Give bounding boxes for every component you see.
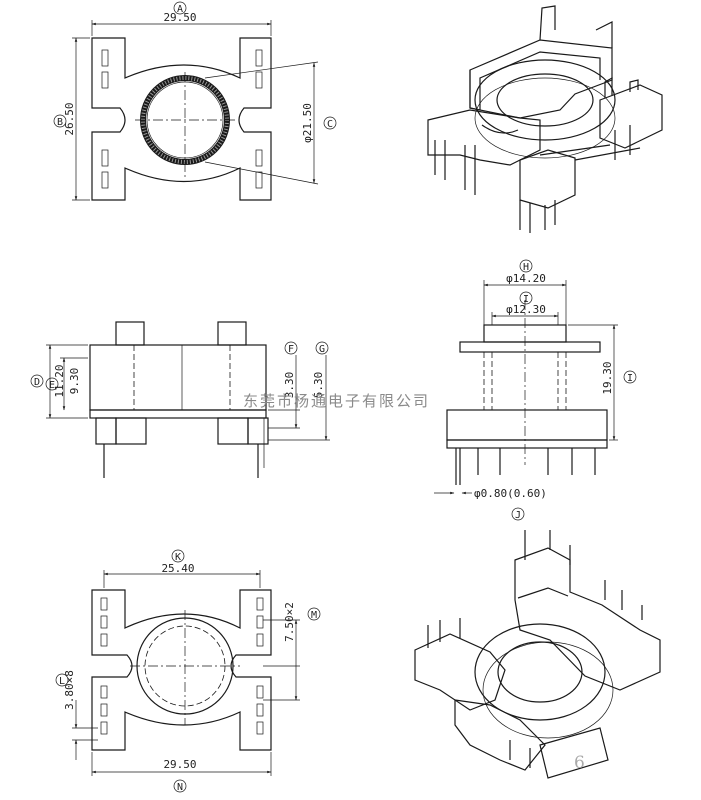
bottom-view-slots: [100, 597, 264, 735]
side-view: D 11.20 E 9.30 F 3.30 G 5.30: [30, 321, 330, 478]
top-view-slots: [101, 49, 263, 189]
front-view-pins: [455, 448, 596, 485]
dim-c-label: C: [327, 119, 333, 130]
dimension-g: G 5.30: [268, 341, 330, 441]
dim-i-value: φ12.30: [506, 303, 546, 316]
dim-a-value: 29.50: [163, 11, 196, 24]
bottom-view-outline: [91, 589, 272, 751]
top-view: A 29.50 B 26.50 C φ21.50: [53, 1, 337, 201]
dim-i-label: I: [523, 294, 529, 305]
isometric-bottom-pins: [427, 530, 643, 768]
dimension-c: C φ21.50: [204, 61, 337, 185]
dim-k-label: K: [175, 552, 181, 563]
dim-n-value: 29.50: [163, 758, 196, 771]
dim-height-value: 19.30: [601, 361, 614, 394]
dim-height-label: I: [627, 373, 633, 384]
dimension-b: B 26.50: [53, 37, 90, 201]
dim-m-label: M: [311, 610, 317, 621]
dim-f-value: 3.30: [283, 372, 296, 399]
dimension-n: 29.50 N: [91, 752, 272, 793]
dimension-height: I 19.30: [568, 324, 637, 441]
isometric-view-top: [427, 5, 663, 233]
dim-f-label: F: [288, 344, 294, 355]
dim-e-label: E: [49, 380, 55, 391]
top-view-outline: [91, 37, 272, 201]
dim-j-value: φ0.80(0.60): [474, 487, 547, 500]
dimension-a: A 29.50: [91, 1, 272, 36]
dim-k-value: 25.40: [161, 562, 194, 575]
company-watermark: 东莞市杨通电子有限公司: [243, 392, 430, 410]
bottom-view: K 25.40 M 7.50×2 L 3.80×8 29.50: [55, 549, 321, 793]
isometric-view-bottom: [414, 530, 661, 779]
dim-a-label: A: [177, 4, 183, 15]
dim-h-label: H: [523, 262, 529, 273]
dim-m-value: 7.50×2: [283, 602, 296, 642]
dim-b-label: B: [57, 117, 63, 128]
dim-g-label: G: [319, 344, 325, 355]
dimension-m: M 7.50×2: [263, 602, 321, 701]
dim-e-value: 9.30: [68, 368, 81, 395]
dimension-l: L 3.80×8: [55, 670, 98, 760]
dimension-f: F 3.30: [268, 341, 300, 429]
dim-l-label: L: [59, 676, 65, 687]
front-view: H φ14.20 I φ12.30 I 19.30 φ0.80(0.60) J: [434, 259, 637, 521]
dim-d-label: D: [34, 377, 40, 388]
dim-h-value: φ14.20: [506, 272, 546, 285]
dim-j-label: J: [515, 510, 521, 521]
dim-c-value: φ21.50: [301, 103, 314, 143]
dim-b-value: 26.50: [63, 102, 76, 135]
dimension-i: I φ12.30: [491, 291, 559, 325]
dim-l-value: 3.80×8: [63, 670, 76, 710]
isometric-top-pins: [434, 125, 631, 233]
dim-n-label: N: [177, 782, 183, 793]
page-number: 6: [574, 753, 585, 773]
dimension-k: K 25.40: [103, 549, 261, 588]
dimension-e: E 9.30: [45, 357, 88, 411]
dimension-h: H φ14.20: [483, 259, 567, 325]
dimension-j: φ0.80(0.60) J: [434, 487, 547, 521]
dim-g-value: 5.30: [312, 372, 325, 399]
